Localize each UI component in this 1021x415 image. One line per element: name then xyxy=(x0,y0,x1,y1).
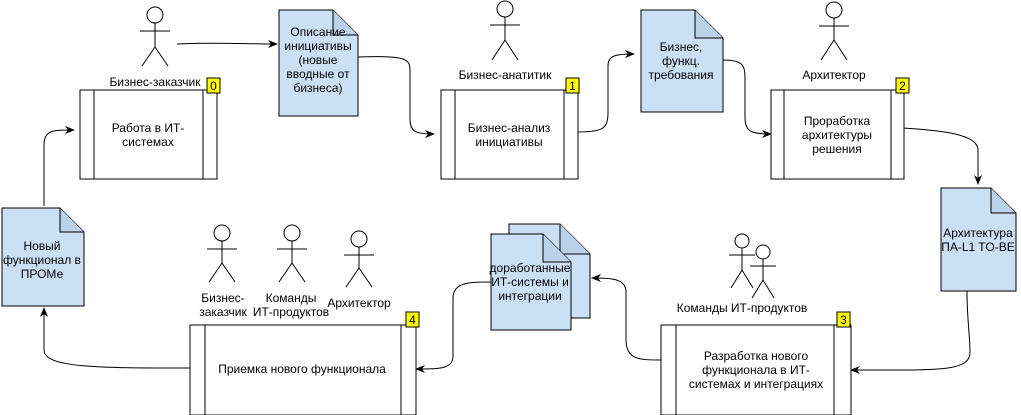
process-3-label-line: системах и интеграциях xyxy=(689,377,823,391)
actor-4a-figure-icon xyxy=(207,224,237,283)
document-0-label-line: инициативы xyxy=(284,39,351,53)
arrow-doc0-to-process1 xyxy=(357,56,435,138)
document-4-label-line: функционал в xyxy=(3,253,81,267)
document-2-label-line: ПА-L1 TO-BE xyxy=(941,240,1015,254)
actor-2: Архитектор xyxy=(802,1,866,82)
process-0-label-line: системах xyxy=(122,135,174,149)
document-3-label-line: интеграции xyxy=(498,289,561,303)
process-2-label-line: архитектуры xyxy=(802,128,872,142)
actor-1-label: Бизнес-анатитик xyxy=(459,68,552,82)
actor-4c-figure-icon xyxy=(344,230,374,288)
process-4-badge xyxy=(405,311,420,328)
actor-4a-label-line: Бизнес- xyxy=(201,291,244,305)
document-3-label-line: ИТ-системы и xyxy=(491,275,569,289)
document-1-label-line: функц. xyxy=(662,54,700,68)
process-3-label-line: функционала в ИТ- xyxy=(702,363,810,377)
process-1-badge-text: 1 xyxy=(569,79,576,93)
document-2-label-line: Архитектура xyxy=(943,226,1013,240)
actor-4c-label: Архитектор xyxy=(327,296,391,310)
arrow-doc3-to-process4 xyxy=(415,281,492,373)
process-3-label-line: Разработка нового xyxy=(704,349,809,363)
actor-4b-figure-icon xyxy=(277,224,307,283)
actor-0: Бизнес-заказчик xyxy=(110,6,202,89)
document-0-label-line: Описание xyxy=(290,25,346,39)
actor-2-label: Архитектор xyxy=(802,68,866,82)
process-0-badge-text: 0 xyxy=(210,79,217,93)
document-3-label-line: доработанные xyxy=(490,261,571,275)
arrow-process4-to-doc4 xyxy=(40,307,191,369)
document-0-label-line: (новые xyxy=(299,53,338,67)
document-4-label-line: Новый xyxy=(23,239,60,253)
arrow-doc1-to-process2 xyxy=(722,59,772,138)
arrow-doc4-to-process0 xyxy=(43,126,75,206)
actor-4b-label-line: ИТ-продуктов xyxy=(253,305,329,319)
document-1: Бизнес,функц.требования xyxy=(640,9,724,113)
arrow-process3-to-doc3 xyxy=(591,274,663,361)
document-4-label-line: ПРОМе xyxy=(21,267,64,281)
process-4: 4 Приемка нового функционала xyxy=(189,311,420,415)
actor-0-figure-icon xyxy=(140,6,170,67)
actor-1: Бизнес-анатитик xyxy=(459,0,552,82)
document-0-label-line: бизнеса) xyxy=(293,81,342,95)
actor-0-label: Бизнес-заказчик xyxy=(110,75,202,89)
actor-4a-label-line: заказчик xyxy=(199,305,247,319)
arrow-process2-to-doc2 xyxy=(903,127,982,185)
process-4-label: Приемка нового функционала xyxy=(218,362,386,376)
process-0: 0 Работа в ИТ-системах xyxy=(79,77,221,180)
connectors xyxy=(40,39,982,375)
actor-2-figure-icon xyxy=(819,1,849,61)
arrow-actor0-to-doc0 xyxy=(176,39,278,48)
process-2-badge xyxy=(895,77,910,94)
process-1-label-line: Бизнес-анализ xyxy=(468,121,551,135)
arrow-doc2-to-process3 xyxy=(850,290,971,375)
process-4-label-line: Приемка нового функционала xyxy=(218,362,386,376)
process-1-label-line: инициативы xyxy=(475,135,542,149)
process-2-label-line: решения xyxy=(812,142,861,156)
document-0-label-line: вводные от xyxy=(286,67,350,81)
process-3-badge xyxy=(836,311,851,328)
document-1-label: Бизнес,функц.требования xyxy=(649,40,714,82)
document-1-label-line: требования xyxy=(649,68,714,82)
actor-3-figure-icon xyxy=(729,233,776,299)
actor-4b-label-line: Команды xyxy=(266,291,317,305)
process-0-label-line: Работа в ИТ- xyxy=(112,121,185,135)
process-3-badge-text: 3 xyxy=(840,313,847,327)
actor-4a-label: Бизнес-заказчик xyxy=(199,291,247,319)
process-2-label-line: Проработка xyxy=(804,114,871,128)
process-1-badge xyxy=(565,77,580,94)
process-0-badge xyxy=(206,77,221,94)
process-4-badge-text: 4 xyxy=(409,313,416,327)
document-1-label-line: Бизнес, xyxy=(660,40,703,54)
actor-4c: Архитектор xyxy=(327,230,391,310)
process-2-badge-text: 2 xyxy=(899,79,906,93)
actor-1-figure-icon xyxy=(490,0,520,61)
arrow-process1-to-doc1 xyxy=(577,50,635,133)
actor-3: Команды ИТ-продуктов xyxy=(677,233,808,315)
actor-3-label: Команды ИТ-продуктов xyxy=(677,301,808,315)
actor-4a: Бизнес-заказчик xyxy=(199,224,248,319)
process-0-label: Работа в ИТ-системах xyxy=(112,121,185,149)
